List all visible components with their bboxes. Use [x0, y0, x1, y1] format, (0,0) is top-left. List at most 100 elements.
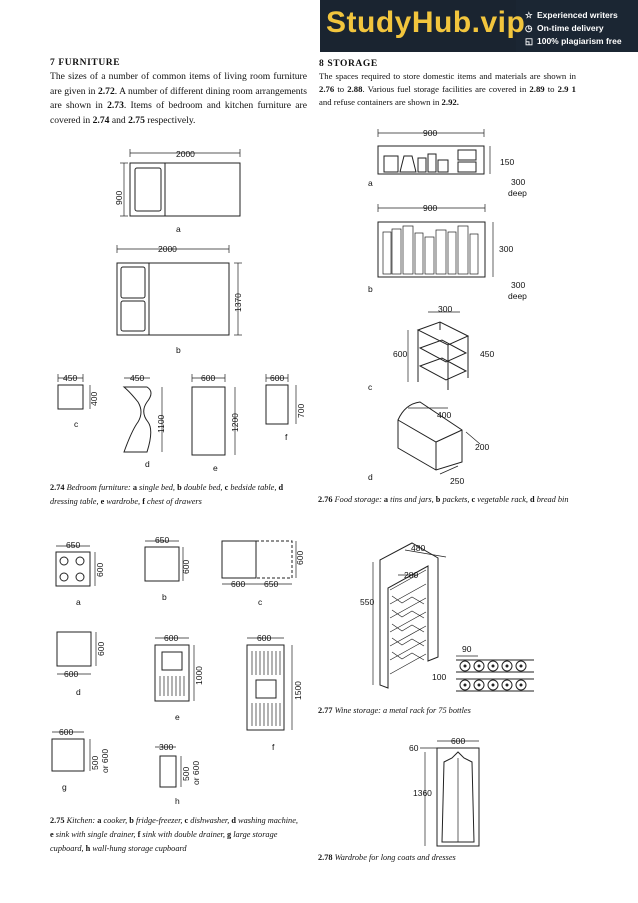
dim-cupboard-height2: or 600	[100, 749, 110, 773]
dim-bin-height: 200	[475, 442, 489, 452]
figure-ref: 2.88	[347, 84, 363, 94]
caption-2-77: 2.77 Wine storage: a metal rack for 75 b…	[318, 704, 580, 718]
caption-number: 2.78	[318, 853, 333, 862]
brand-logo: StudyHub.vip	[326, 6, 526, 39]
star-icon: ☆	[525, 10, 533, 20]
caption-text: sink with double drainer,	[140, 830, 228, 839]
label-f: f	[272, 742, 275, 752]
dim-rack-width: 300	[438, 304, 452, 314]
text-run: . Items of bedroom and kitchen furniture…	[50, 100, 308, 126]
text-run: and	[109, 114, 129, 126]
caption-key: e	[100, 497, 105, 506]
dim-tins-height: 150	[500, 157, 514, 167]
single-bed-drawing: 2000 900 a	[114, 149, 241, 234]
dim-tins-depth: 300	[511, 177, 525, 187]
dim-sink1-height: 1000	[194, 666, 204, 685]
dim-wm-width: 600	[64, 669, 78, 679]
caption-text: Kitchen:	[64, 816, 98, 825]
caption-text: sink with single drainer,	[53, 830, 138, 839]
caption-2-75: 2.75 Kitchen: a cooker, b fridge-freezer…	[50, 814, 302, 856]
text-run: to	[334, 84, 348, 94]
dim-wardrobe-width: 600	[451, 736, 465, 746]
caption-text: Wine storage: a metal rack for 75 bottle…	[332, 706, 471, 715]
label-h: h	[175, 796, 180, 806]
label-e: e	[213, 463, 218, 473]
caption-text: vegetable rack,	[475, 495, 531, 504]
caption-number: 2.75	[50, 816, 65, 825]
figure-ref: 2.74	[92, 114, 110, 126]
feature-item: ◱100% plagiarism free	[525, 36, 622, 47]
caption-key: c	[224, 483, 229, 492]
label-b: b	[162, 592, 167, 602]
caption-2-74: 2.74 Bedroom furniture: a single bed, b …	[50, 481, 302, 509]
dim-d-width: 450	[130, 373, 144, 383]
furniture-paragraph: The sizes of a number of common items of…	[50, 70, 307, 128]
dim-e-height: 1200	[230, 413, 240, 432]
feature-label: Experienced writers	[537, 10, 618, 20]
dim-f-width: 600	[270, 373, 284, 383]
dim-fridge-width: 650	[155, 535, 169, 545]
dim-d-height: 1100	[156, 414, 166, 433]
caption-text: double bed,	[181, 483, 225, 492]
label-a: a	[368, 178, 373, 188]
label-c: c	[368, 382, 373, 392]
label-e: e	[175, 712, 180, 722]
caption-key: d	[530, 495, 535, 504]
dim-fridge-height: 600	[181, 560, 191, 574]
bread-bin-drawing: 400 200 250 d	[368, 401, 489, 486]
dim-f-height: 700	[296, 404, 306, 418]
shield-icon: ◱	[525, 36, 534, 46]
dim-packets-height: 300	[499, 244, 513, 254]
caption-text: fridge-freezer,	[133, 816, 185, 825]
caption-text: Wardrobe for long coats and dresses	[332, 853, 456, 862]
dim-a-height: 900	[114, 191, 124, 205]
single-drainer-sink-drawing: 600 1000 e	[154, 633, 204, 722]
bottle-row-bottom	[456, 678, 534, 692]
caption-text: chest of drawers	[144, 497, 202, 506]
dim-wardrobe-depth: 60	[409, 743, 419, 753]
dim-tins-width: 900	[423, 128, 437, 138]
dim-wall-cupboard-height2: or 600	[191, 761, 201, 785]
label-b: b	[368, 284, 373, 294]
dim-wm-height: 600	[96, 642, 106, 656]
feature-item: ☆ Experienced writers	[525, 10, 618, 21]
caption-text: single bed,	[136, 483, 178, 492]
dim-rack-width: 480	[411, 543, 425, 553]
storage-paragraph: The spaces required to store domestic it…	[319, 70, 576, 109]
brand-block[interactable]: StudyHub.vip	[320, 0, 525, 52]
dressing-table-drawing: 450 1100 d	[122, 373, 166, 469]
caption-2-78: 2.78 Wardrobe for long coats and dresses	[318, 851, 580, 865]
dim-cupboard-width: 600	[59, 727, 73, 737]
dishwasher-drawing: 600 650 600 c	[221, 540, 305, 607]
wardrobe-drawing: 600 1200 e	[191, 373, 240, 473]
caption-key: c	[471, 495, 476, 504]
dim-b-width: 2000	[158, 244, 177, 254]
washing-machine-drawing: 600 600 d	[56, 631, 106, 697]
chest-of-drawers-drawing: 600 700 f	[265, 373, 306, 442]
label-g: g	[62, 782, 67, 792]
packets-drawing: 900 300 300 deep b	[368, 203, 527, 301]
caption-key: e	[50, 830, 54, 839]
dim-rack-height: 600	[393, 349, 407, 359]
dim-wall-cupboard-height1: 500	[181, 767, 191, 781]
caption-key: h	[85, 844, 91, 853]
dim-sink1-width: 600	[164, 633, 178, 643]
figure-ref: 2.76	[319, 84, 335, 94]
dim-b-height: 1370	[233, 293, 243, 312]
feature-label: On-time delivery	[537, 23, 604, 33]
dim-bin-width: 400	[437, 410, 451, 420]
large-storage-cupboard-drawing: 600 500 or 600 g	[51, 727, 110, 792]
caption-key: a	[132, 483, 137, 492]
text-run: The sizes of a number of common items of…	[50, 71, 307, 97]
text-run: The spaces required to store domestic it…	[319, 71, 576, 81]
label-c: c	[74, 419, 79, 429]
dim-cupboard-height1: 500	[90, 756, 100, 770]
caption-key: d	[231, 816, 236, 825]
caption-text: wall-hung storage cupboard	[90, 844, 187, 853]
dim-c-width: 450	[63, 373, 77, 383]
dim-rack-depth: 450	[480, 349, 494, 359]
clock-icon: ◷	[525, 23, 533, 33]
figure-ref: 2.9 1	[557, 84, 576, 94]
dim-bin-depth: 250	[450, 476, 464, 486]
promo-banner[interactable]: StudyHub.vip ☆ Experienced writers ◷ On-ti…	[320, 0, 638, 52]
